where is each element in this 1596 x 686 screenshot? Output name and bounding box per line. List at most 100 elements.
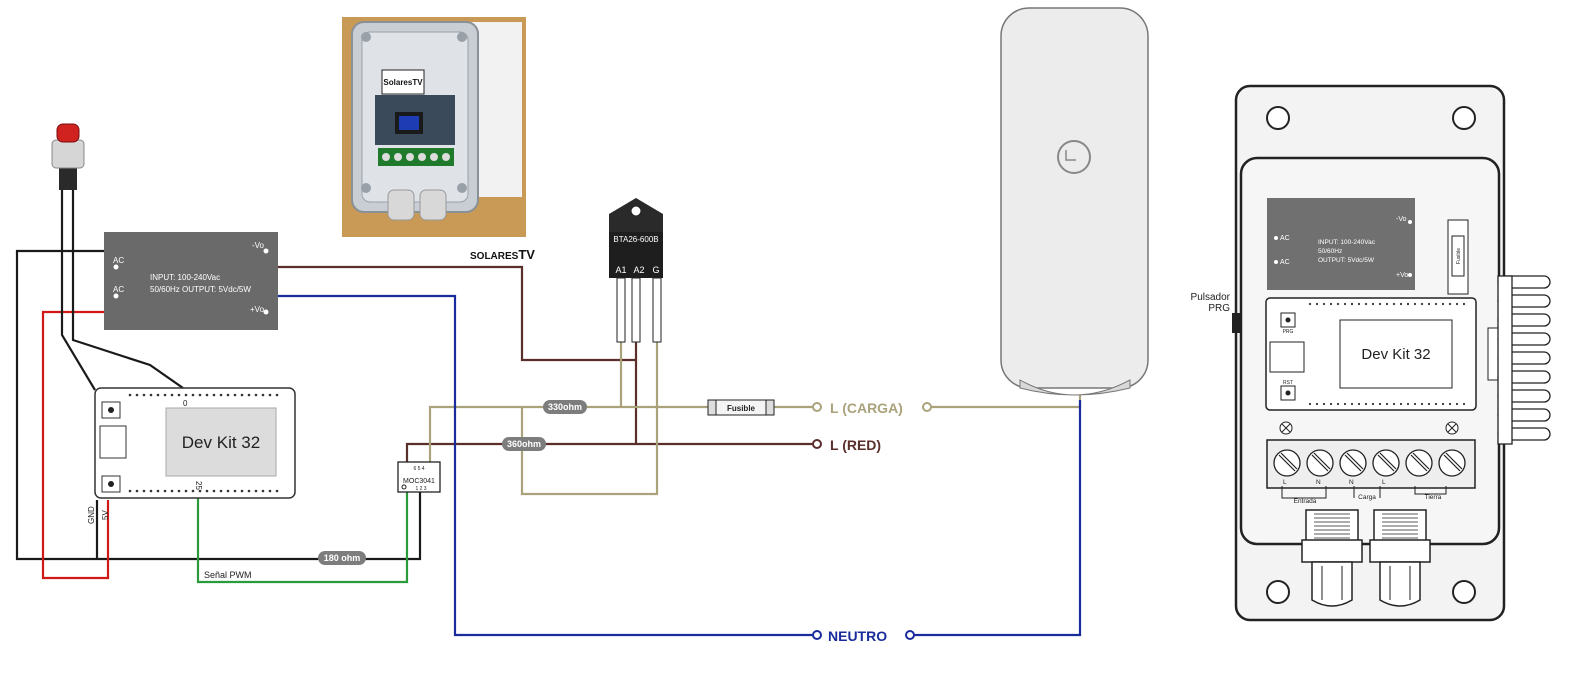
product-photo: SolaresTV	[342, 17, 526, 237]
enc-rst: RST	[1283, 380, 1293, 386]
enc-button-label-2: PRG	[1208, 303, 1230, 314]
header-pin	[226, 393, 230, 397]
header-pin	[198, 489, 202, 493]
terminal-letter: L	[1283, 479, 1287, 486]
header-pin	[247, 489, 251, 493]
wire-line-red	[405, 442, 813, 465]
header-pin	[240, 489, 244, 493]
devkit-gnd-label: GND	[87, 506, 96, 524]
psu-pos-label: +Vo	[250, 305, 265, 314]
devkit-5v-label: 5V	[101, 510, 110, 520]
heatsink-base	[1497, 275, 1513, 445]
wire-button-2	[71, 190, 184, 389]
header-pin	[1357, 302, 1361, 306]
header-pin	[247, 393, 251, 397]
header-pin	[1441, 302, 1445, 306]
header-pin	[1434, 302, 1438, 306]
svg-text:NEUTRO: NEUTRO	[828, 628, 887, 644]
resistor-330: 330ohm	[543, 400, 587, 414]
terminal-carga: L (CARGA)	[812, 400, 932, 416]
terminal-slot	[1344, 454, 1362, 472]
header-pin	[1357, 402, 1361, 406]
header-pin	[1462, 402, 1466, 406]
header-pin	[1406, 402, 1410, 406]
header-pin	[1385, 402, 1389, 406]
header-pin	[163, 489, 167, 493]
header-pin	[177, 489, 181, 493]
optocoupler: 6 5 4 MOC3041 1 2 3	[397, 461, 441, 493]
header-pin	[1434, 402, 1438, 406]
svg-text:360ohm: 360ohm	[507, 439, 541, 449]
enc-psu-pos: +Vo	[1396, 272, 1408, 279]
heatsink	[1497, 275, 1551, 445]
header-pin	[261, 393, 265, 397]
header-pin	[1420, 302, 1424, 306]
header-pin	[1329, 402, 1333, 406]
enc-group-carga: Carga	[1358, 494, 1376, 501]
triac: BTA26-600B A1 A2 G	[609, 198, 663, 343]
header-pin	[212, 489, 216, 493]
moc-model: MOC3041	[403, 478, 435, 485]
header-pin	[1448, 302, 1452, 306]
header-pin	[254, 489, 258, 493]
moc-pins-bottom: 1 2 3	[415, 486, 426, 492]
moc-pins-top: 6 5 4	[413, 466, 424, 472]
photo-sticker: SolaresTV	[383, 78, 423, 87]
header-pin	[156, 393, 160, 397]
header-pin	[1441, 402, 1445, 406]
terminal-slot	[1346, 452, 1364, 470]
psu-spec-1: INPUT: 100-240Vac	[150, 273, 220, 282]
header-pin	[184, 393, 188, 397]
wire-gnd	[15, 249, 422, 561]
enclosure: AC AC -Vo +Vo INPUT: 100-240Vac 50/60Hz …	[1191, 84, 1551, 622]
header-pin	[156, 489, 160, 493]
triac-pin-a2: A2	[633, 265, 644, 275]
devkit-label: Dev Kit 32	[182, 433, 260, 452]
resistor-360: 360ohm	[502, 437, 546, 451]
terminal-slot	[1412, 452, 1430, 470]
terminal-slot	[1410, 454, 1428, 472]
header-pin	[1399, 302, 1403, 306]
header-pin	[1392, 402, 1396, 406]
header-pin	[275, 489, 279, 493]
terminal-slot	[1379, 452, 1397, 470]
terminal-letter: N	[1349, 479, 1354, 486]
header-pin	[233, 393, 237, 397]
terminal-neutro: NEUTRO	[812, 628, 915, 644]
header-pin	[135, 489, 139, 493]
header-pin	[205, 489, 209, 493]
header-pin	[149, 393, 153, 397]
terminal-slot	[1443, 454, 1461, 472]
header-pin	[226, 489, 230, 493]
header-pin	[1322, 302, 1326, 306]
enc-board-label: Dev Kit 32	[1361, 346, 1430, 363]
wire-pwm	[196, 465, 409, 584]
header-pin	[1392, 302, 1396, 306]
header-pin	[1448, 402, 1452, 406]
triac-model: BTA26-600B	[613, 235, 658, 244]
wire-neutral-heater	[913, 400, 1082, 637]
terminal-red: L (RED)	[812, 437, 881, 453]
header-pin	[1350, 302, 1354, 306]
header-pin	[177, 393, 181, 397]
terminal-slot	[1280, 452, 1298, 470]
header-pin	[1455, 402, 1459, 406]
header-pin	[149, 489, 153, 493]
wire-line	[116, 265, 636, 362]
enc-psu-ac1: AC	[1280, 235, 1290, 242]
header-pin	[1308, 402, 1312, 406]
header-pin	[1364, 402, 1368, 406]
push-button	[51, 123, 85, 190]
terminal-letter: L	[1382, 479, 1386, 486]
wire-neutral	[116, 294, 813, 637]
psu-ac1-label: AC	[113, 256, 124, 265]
terminal-slot	[1311, 454, 1329, 472]
header-pin	[1399, 402, 1403, 406]
header-pin	[212, 393, 216, 397]
header-pin	[268, 393, 272, 397]
wire-heater-load	[931, 395, 1082, 409]
header-pin	[1385, 302, 1389, 306]
header-pin	[233, 489, 237, 493]
enc-psu-spec2: 50/60Hz	[1318, 248, 1342, 255]
header-pin	[254, 393, 258, 397]
